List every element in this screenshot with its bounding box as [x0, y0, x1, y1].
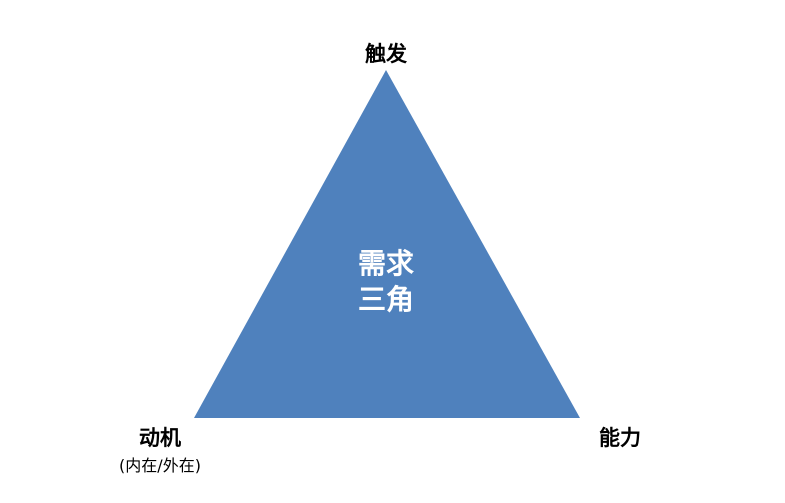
motivation-sublabel: (内在/外在)	[119, 456, 201, 475]
ability-label: 能力	[599, 426, 641, 450]
trigger-label: 触发	[365, 42, 407, 66]
triangle-title: 需求 三角	[358, 246, 414, 318]
motivation-label: 动机	[139, 426, 181, 450]
triangle-title-line1: 需求	[357, 247, 415, 280]
triangle-title-line2: 三角	[357, 283, 415, 316]
demand-triangle	[194, 70, 580, 418]
